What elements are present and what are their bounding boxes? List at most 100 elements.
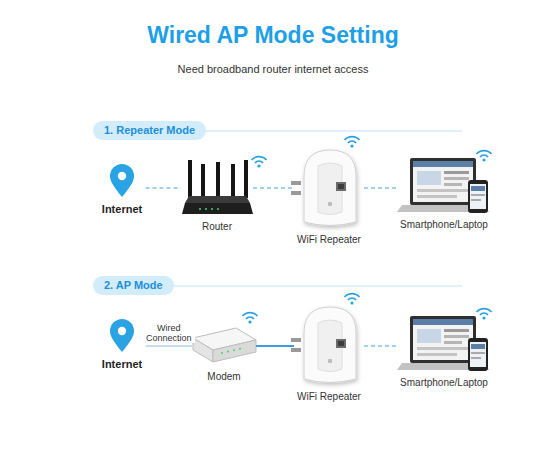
laptop-phone-icon-part: [444, 341, 462, 344]
connection-line: [146, 187, 182, 188]
location-pin-part: [110, 319, 134, 352]
location-pin-part: [118, 172, 126, 180]
connection-line: [146, 346, 193, 347]
router-icon-part: [188, 160, 192, 198]
modem-icon: [193, 328, 256, 362]
router-icon-part: [199, 208, 201, 210]
internet-node: Internet: [99, 168, 146, 218]
mode-title: 1. Repeater Mode: [104, 124, 195, 137]
wifi-symbol: [252, 157, 267, 168]
connection-line: [256, 345, 294, 347]
router-icon-part: [216, 162, 220, 198]
router-icon-part: [185, 196, 250, 203]
wifi-symbol: [345, 294, 360, 305]
location-pin: [110, 164, 134, 197]
repeater-icon: [291, 150, 356, 226]
router-icon-part: [201, 164, 205, 198]
modem-icon-part: [227, 351, 229, 353]
laptop-phone-icon-part: [471, 194, 485, 196]
device-caption: WiFi Repeater: [294, 390, 364, 403]
wifi-symbol: [477, 151, 492, 162]
location-pin: [110, 319, 134, 352]
laptop-phone-icon-part: [413, 161, 473, 167]
laptop-phone-icon-part: [471, 344, 485, 349]
laptop-phone-icon-part: [468, 338, 488, 371]
repeater-icon-part: [304, 150, 356, 226]
repeater-icon-part: [336, 182, 346, 191]
laptop-phone-icon-part: [471, 186, 485, 191]
laptop-phone-icon-part: [444, 171, 469, 174]
connection-line: [253, 187, 294, 188]
laptop-phone-icon-part: [417, 329, 441, 343]
device-caption: Router: [181, 220, 253, 233]
repeater-icon-part: [338, 184, 344, 189]
repeater-node: WiFi Repeater: [294, 148, 364, 248]
repeater-icon-part: [291, 181, 301, 185]
router-icon-part: [231, 164, 235, 198]
router-node: Router: [181, 158, 253, 235]
repeater-icon-part: [338, 341, 344, 346]
device-caption: Internet: [99, 202, 146, 216]
router-icon: [182, 160, 253, 214]
connection-line: [364, 345, 396, 346]
repeater-icon-part: [328, 202, 332, 206]
wifi-symbol: [243, 313, 258, 324]
laptop-phone-icon-part: [417, 195, 457, 198]
subtitle-text: Need broadband router internet access: [0, 63, 546, 75]
device-caption: Internet: [99, 357, 146, 371]
laptop-phone-icon-part: [471, 352, 485, 354]
device-caption: Smartphone/Laptop: [396, 376, 492, 389]
modem-node: Modem: [192, 326, 256, 385]
laptop-phone-icon-part: [413, 319, 473, 325]
mode-pill: 2. AP Mode: [93, 276, 174, 295]
client-node: Smartphone/Laptop: [396, 156, 492, 233]
modem-icon-part: [193, 338, 213, 362]
laptop-phone-icon-part: [444, 335, 469, 338]
router-icon-part: [244, 160, 248, 198]
router-icon-part: [182, 203, 253, 214]
laptop-phone-icon-part: [417, 353, 457, 356]
diagram-title: Wired AP Mode Setting: [0, 22, 546, 49]
mode-title: 2. AP Mode: [104, 279, 163, 292]
laptop-phone-icon-part: [444, 329, 469, 332]
modem-icon-part: [239, 348, 241, 350]
device-caption: Smartphone/Laptop: [396, 218, 492, 231]
laptop-phone-icon-part: [417, 347, 469, 350]
laptop-phone-icon-part: [470, 184, 486, 209]
repeater-icon-part: [304, 307, 356, 383]
connection-line: [364, 187, 396, 188]
location-pin-part: [110, 164, 134, 197]
laptop-phone-icon: [397, 316, 489, 371]
device-caption: Modem: [192, 370, 256, 383]
repeater-node: WiFi Repeater: [294, 305, 364, 405]
repeater-icon-part: [328, 359, 332, 363]
modem-icon-part: [213, 340, 256, 362]
router-icon-part: [211, 208, 213, 210]
modem-icon-part: [221, 352, 223, 354]
device-caption: WiFi Repeater: [294, 233, 364, 246]
client-node: Smartphone/Laptop: [396, 314, 492, 391]
internet-node: Internet: [99, 323, 146, 373]
laptop-phone-icon-part: [417, 189, 469, 192]
router-icon-part: [205, 208, 207, 210]
repeater-icon-part: [291, 348, 301, 352]
connection-label: Wired Connection: [143, 323, 195, 343]
repeater-icon-part: [336, 339, 346, 348]
repeater-icon-part: [291, 338, 301, 342]
modem-icon-part: [233, 349, 235, 351]
laptop-phone-icon-part: [470, 342, 486, 367]
location-pin-part: [118, 327, 126, 335]
wifi-symbol: [477, 309, 492, 320]
laptop-phone-icon-part: [410, 158, 476, 205]
wifi-symbol: [345, 137, 360, 148]
laptop-phone-icon-part: [444, 177, 469, 180]
laptop-phone-icon-part: [417, 171, 441, 185]
laptop-phone-icon-part: [471, 357, 481, 359]
laptop-phone-icon-part: [410, 316, 476, 363]
laptop-phone-icon: [397, 158, 489, 213]
laptop-phone-icon-part: [413, 319, 473, 360]
mode-pill: 1. Repeater Mode: [93, 121, 206, 140]
laptop-phone-icon-part: [468, 180, 488, 213]
repeater-icon: [291, 307, 356, 383]
